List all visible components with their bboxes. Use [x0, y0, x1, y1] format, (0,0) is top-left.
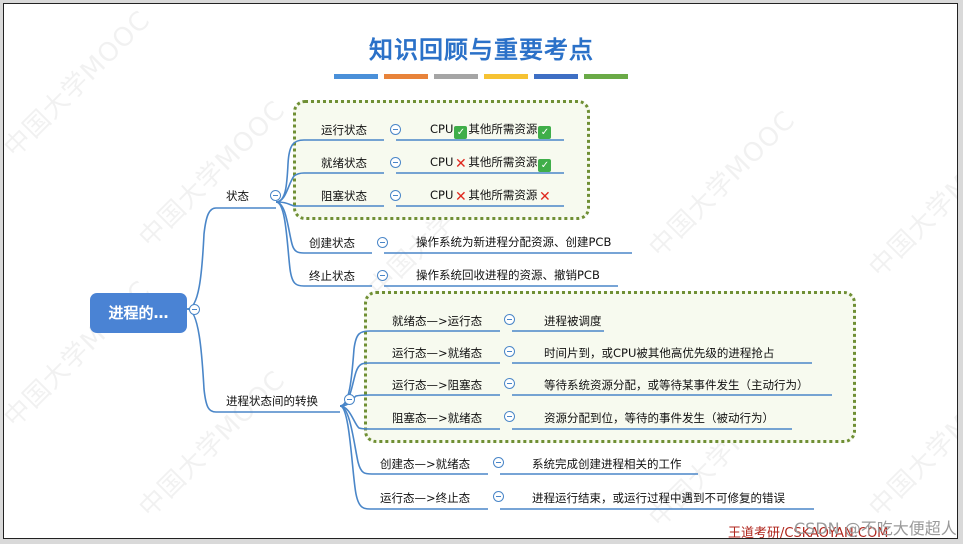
state-running-detail: CPU✓其他所需资源✓ — [430, 122, 552, 139]
cross-icon: ✕ — [455, 156, 467, 172]
state-creating[interactable]: 创建状态 — [309, 236, 355, 250]
resources-label: 其他所需资源 — [468, 188, 538, 202]
branch-transitions-label[interactable]: 进程状态间的转换 — [226, 394, 318, 408]
state-running[interactable]: 运行状态 — [321, 123, 367, 137]
state-blocked-detail: CPU✕其他所需资源✕ — [430, 188, 552, 204]
title-color-stripes — [334, 74, 628, 79]
collapse-icon[interactable] — [189, 304, 200, 315]
state-terminated-detail: 操作系统回收进程的资源、撤销PCB — [416, 268, 600, 282]
collapse-icon[interactable] — [270, 190, 281, 201]
transition-running-terminated[interactable]: 运行态—>终止态 — [380, 491, 471, 505]
page-title: 知识回顾与重要考点 — [369, 36, 594, 64]
collapse-icon[interactable] — [344, 394, 355, 405]
resources-label: 其他所需资源 — [468, 122, 538, 136]
transition-running-blocked[interactable]: 运行态—>阻塞态 — [392, 378, 483, 392]
state-ready-detail: CPU✕其他所需资源✓ — [430, 155, 552, 172]
color-stripe — [534, 74, 578, 79]
collapse-icon[interactable] — [493, 491, 504, 502]
slide: 中国大学MOOC 中国大学MOOC 中国大学MOOC 中国大学MOOC 中国大学… — [3, 3, 958, 539]
check-icon: ✓ — [538, 159, 552, 172]
state-ready[interactable]: 就绪状态 — [321, 156, 367, 170]
collapse-icon[interactable] — [504, 314, 515, 325]
transition-running-ready[interactable]: 运行态—>就绪态 — [392, 346, 483, 360]
root-node[interactable]: 进程的… — [90, 293, 187, 333]
collapse-icon[interactable] — [377, 270, 388, 281]
cpu-label: CPU — [430, 155, 454, 169]
branch-states-label[interactable]: 状态 — [226, 189, 249, 203]
collapse-icon[interactable] — [377, 237, 388, 248]
brand-footer: 王道考研/CSKAOYAN.COM — [728, 526, 889, 539]
transition-blocked-ready[interactable]: 阻塞态—>就绪态 — [392, 411, 483, 425]
color-stripe — [334, 74, 378, 79]
transition-blocked-ready-detail: 资源分配到位，等待的事件发生（被动行为） — [544, 411, 774, 425]
state-blocked[interactable]: 阻塞状态 — [321, 189, 367, 203]
cross-icon: ✕ — [539, 189, 551, 205]
transition-creating-ready-detail: 系统完成创建进程相关的工作 — [532, 457, 682, 471]
color-stripe — [584, 74, 628, 79]
color-stripe — [434, 74, 478, 79]
collapse-icon[interactable] — [390, 124, 401, 135]
collapse-icon[interactable] — [504, 346, 515, 357]
check-icon: ✓ — [454, 126, 468, 139]
collapse-icon[interactable] — [390, 190, 401, 201]
cpu-label: CPU — [430, 188, 454, 202]
running-ready-blocked-group — [293, 100, 590, 220]
transition-running-ready-detail: 时间片到，或CPU被其他高优先级的进程抢占 — [544, 346, 775, 360]
collapse-icon[interactable] — [493, 457, 504, 468]
state-creating-detail: 操作系统为新进程分配资源、创建PCB — [416, 235, 612, 249]
transition-running-blocked-detail: 等待系统资源分配，或等待某事件发生（主动行为） — [544, 378, 809, 392]
collapse-icon[interactable] — [390, 157, 401, 168]
collapse-icon[interactable] — [504, 378, 515, 389]
color-stripe — [484, 74, 528, 79]
transition-ready-running-detail: 进程被调度 — [544, 314, 602, 328]
check-icon: ✓ — [538, 126, 552, 139]
transition-ready-running[interactable]: 就绪态—>运行态 — [392, 314, 483, 328]
cpu-label: CPU — [430, 122, 454, 136]
transition-creating-ready[interactable]: 创建态—>就绪态 — [380, 457, 471, 471]
transition-running-terminated-detail: 进程运行结束，或运行过程中遇到不可修复的错误 — [532, 491, 785, 505]
collapse-icon[interactable] — [504, 411, 515, 422]
transition-group — [364, 291, 856, 443]
resources-label: 其他所需资源 — [468, 155, 538, 169]
state-terminated[interactable]: 终止状态 — [309, 269, 355, 283]
color-stripe — [384, 74, 428, 79]
cross-icon: ✕ — [455, 189, 467, 205]
source-watermark: CSDN @不吃大便超人 — [794, 519, 957, 538]
